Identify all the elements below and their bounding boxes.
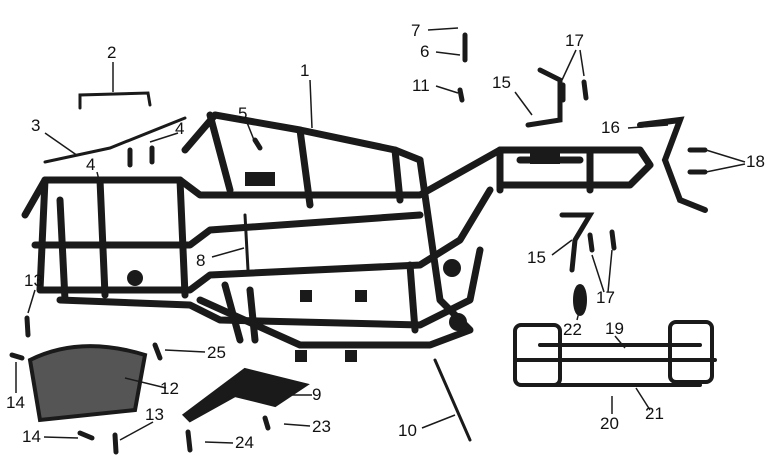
part-label-10: 10 <box>398 421 417 440</box>
part-label-2: 2 <box>107 43 117 62</box>
main-frame <box>21 111 654 349</box>
part-label-25: 25 <box>207 343 226 362</box>
part-label-14: 14 <box>6 393 25 412</box>
part-label-24: 24 <box>235 433 254 452</box>
part-label-8: 8 <box>196 251 206 270</box>
part-label-21: 21 <box>645 404 664 423</box>
part-label-14: 14 <box>22 427 41 446</box>
part-label-9: 9 <box>312 385 322 404</box>
part-label-7: 7 <box>411 21 421 40</box>
part-label-16: 16 <box>601 118 620 137</box>
part-label-4: 4 <box>175 119 185 138</box>
leader-lines <box>15 27 746 444</box>
part-label-5: 5 <box>238 104 248 123</box>
part-label-19: 19 <box>605 319 624 338</box>
part-label-23: 23 <box>312 417 331 436</box>
part-label-12: 12 <box>160 379 179 398</box>
part-label-3: 3 <box>31 116 41 135</box>
part-label-22: 22 <box>563 320 582 339</box>
part-label-6: 6 <box>420 42 430 61</box>
part-label-17: 17 <box>596 288 615 307</box>
part-label-11: 11 <box>412 76 430 95</box>
loose-parts <box>9 32 717 455</box>
part-label-4: 4 <box>86 155 96 174</box>
part-label-13: 13 <box>24 271 43 290</box>
part-label-20: 20 <box>600 414 619 433</box>
part-label-1: 1 <box>300 61 310 80</box>
part-label-15: 15 <box>492 73 511 92</box>
part-label-18: 18 <box>746 152 765 171</box>
part-label-17: 17 <box>565 31 584 50</box>
part-label-13: 13 <box>145 405 164 424</box>
part-label-15: 15 <box>527 248 546 267</box>
frame-details <box>127 150 560 362</box>
